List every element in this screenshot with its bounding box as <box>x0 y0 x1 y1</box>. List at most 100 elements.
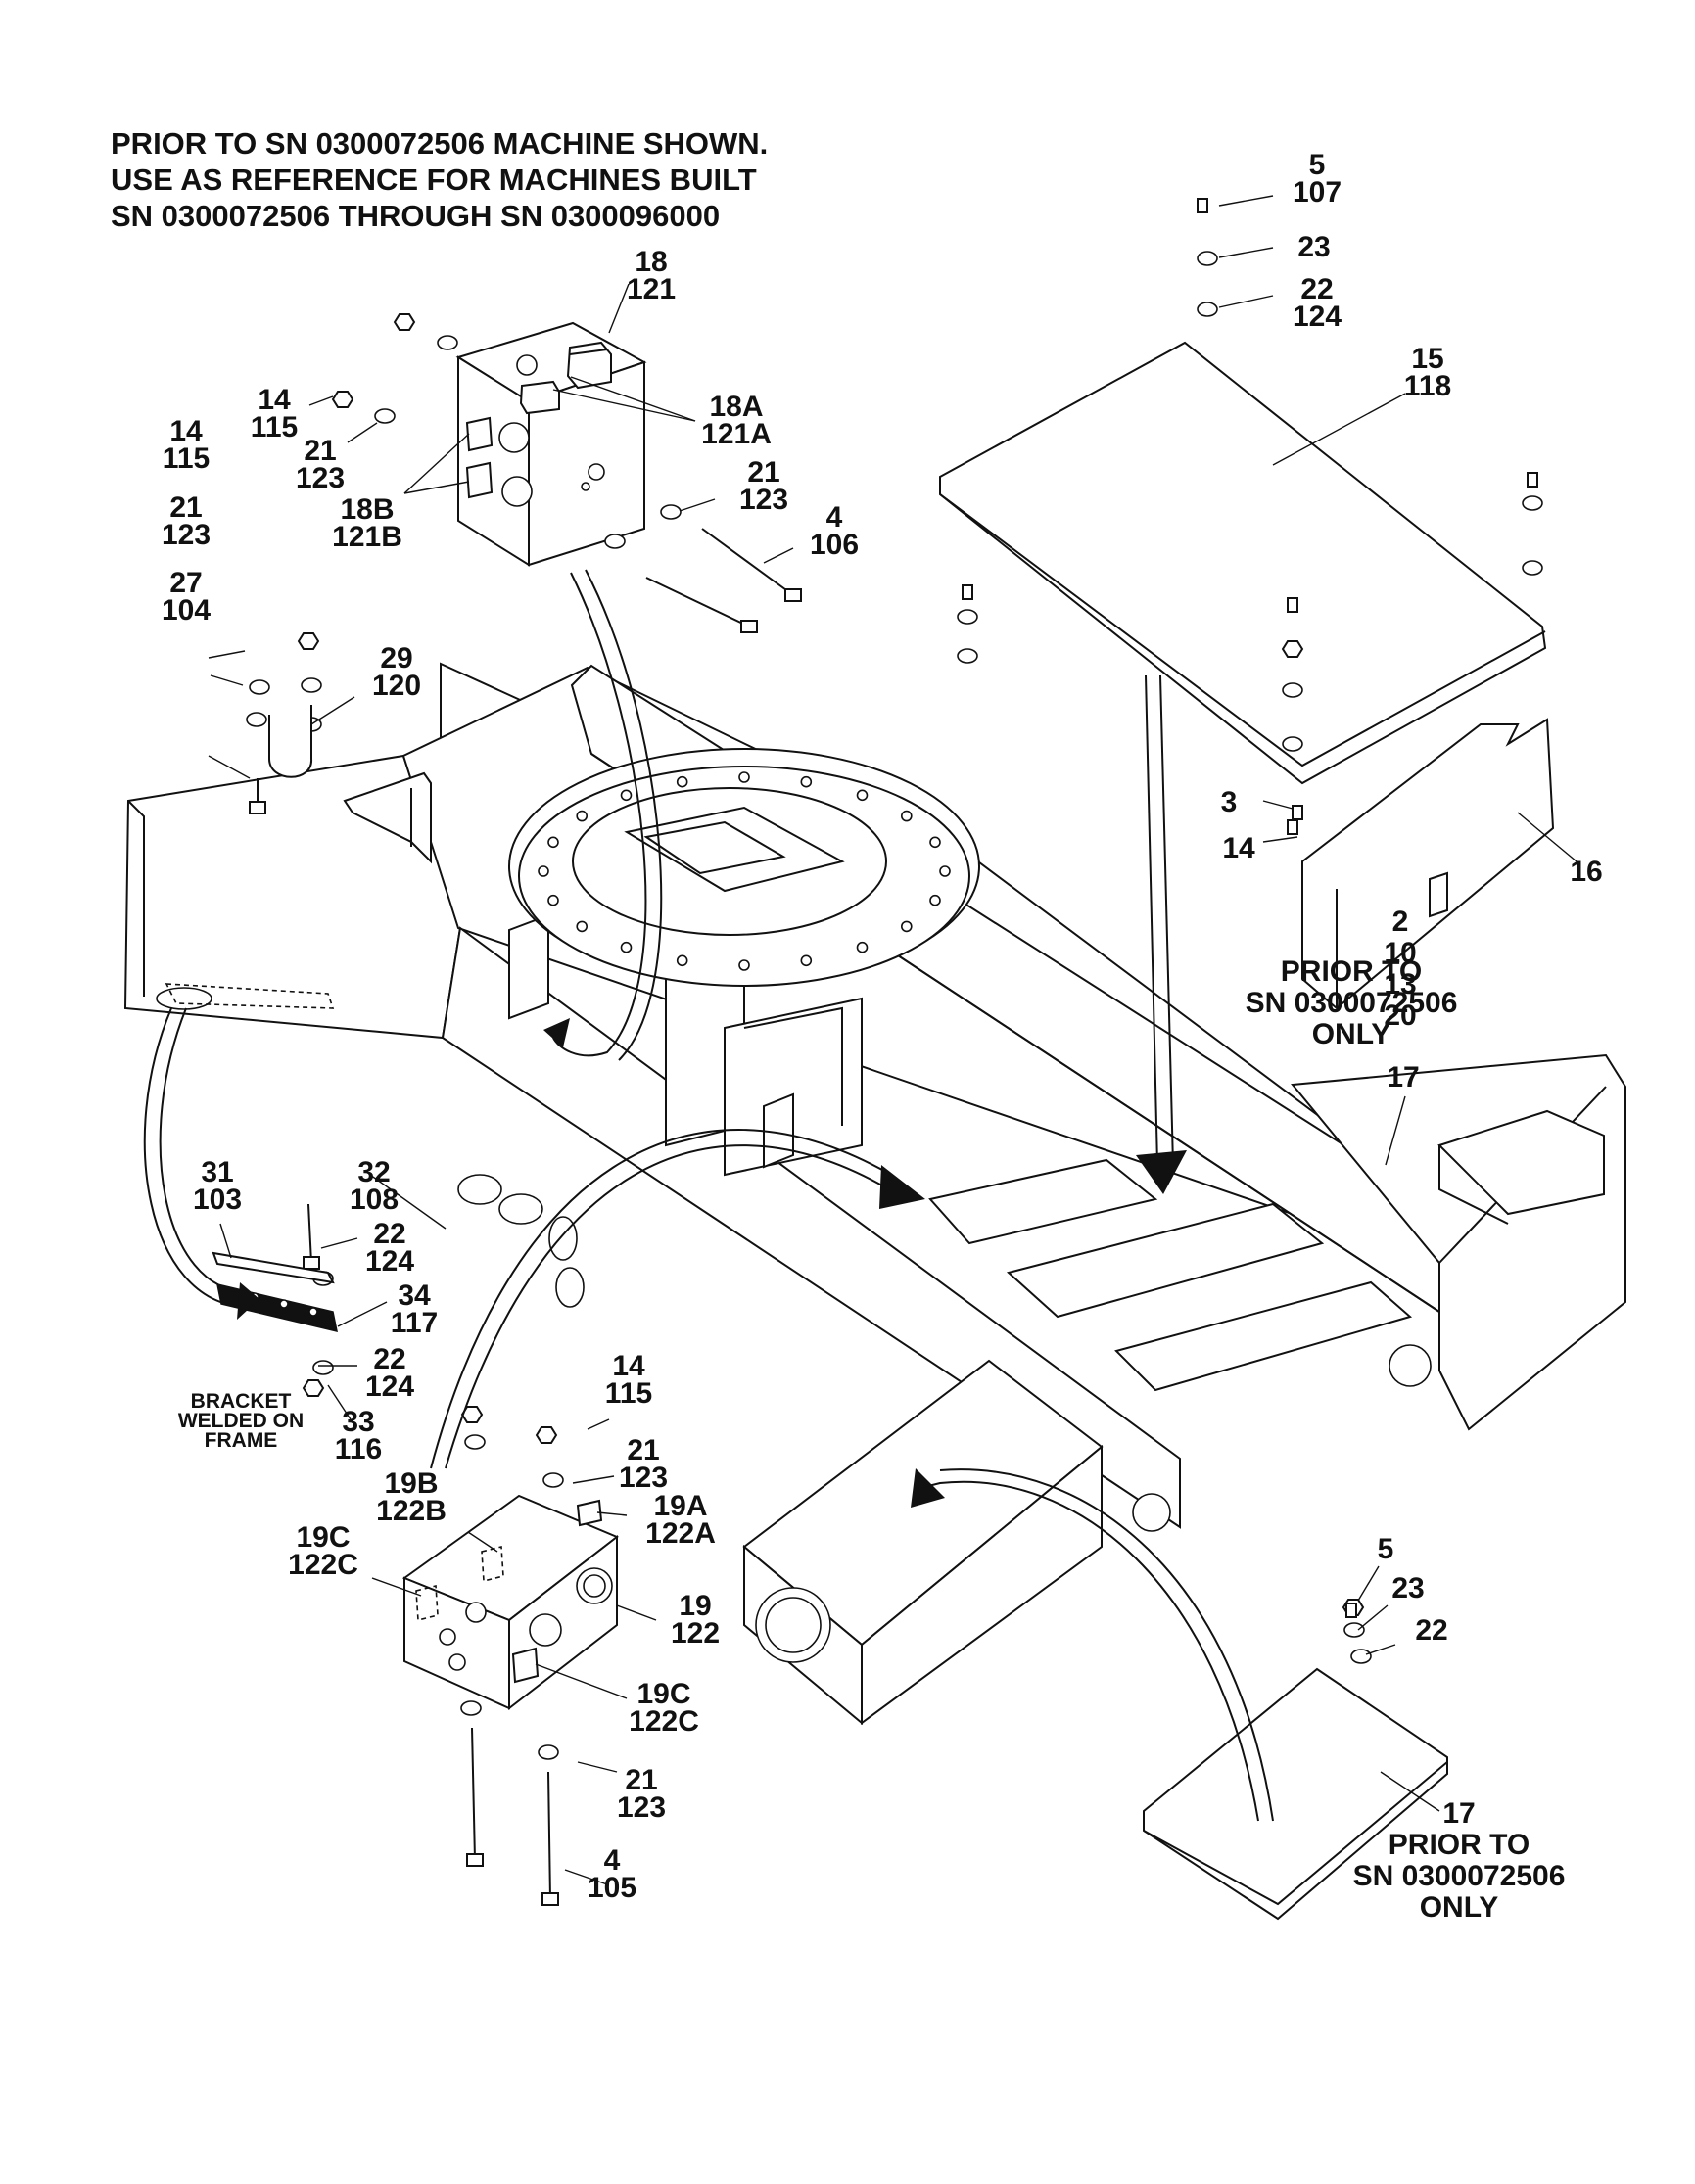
ring-bolt-hole <box>620 789 633 802</box>
callout-line: 21 <box>169 491 202 524</box>
callout-line: 124 <box>1293 301 1342 333</box>
callout-line: 4 <box>604 1844 621 1877</box>
callout-line: 29 <box>380 642 412 674</box>
callout-line: 115 <box>251 411 298 443</box>
washer-icon <box>957 648 978 664</box>
washer-icon <box>1282 682 1303 698</box>
callout-line: PRIOR TO <box>1389 1829 1530 1861</box>
screw-icon <box>962 584 973 600</box>
access-plate-17 <box>1143 1667 1448 1921</box>
washer-icon <box>301 677 322 693</box>
ring-bolt-hole <box>576 810 589 822</box>
callout-line: WELDED ON <box>178 1410 304 1432</box>
callout-label: 17 <box>1387 1061 1419 1093</box>
assembly-arrows <box>143 569 1274 1822</box>
callout-line: 106 <box>810 529 859 561</box>
assembly-arrow <box>552 572 647 1057</box>
washer-icon <box>538 1744 559 1760</box>
callout-line: FRAME <box>205 1429 278 1452</box>
ring-bolt-hole <box>800 775 813 788</box>
callout-line: 123 <box>296 462 345 494</box>
washer-icon <box>1350 1649 1372 1664</box>
bolt-icon <box>307 1203 312 1264</box>
callout-line: SN 0300072506 <box>1246 987 1458 1019</box>
frame-cross-member <box>1114 1280 1413 1392</box>
callout-line: BRACKET <box>191 1390 292 1413</box>
callout-line: 23 <box>1391 1572 1424 1604</box>
callout-line: 118 <box>1404 370 1451 402</box>
main-frame <box>123 662 1626 1532</box>
frame-boss-hole <box>555 1267 585 1308</box>
callout-line: 17 <box>1387 1061 1419 1093</box>
callout-line: 3 <box>1221 786 1238 818</box>
callout-line: 14 <box>1222 832 1255 864</box>
valve-18-block <box>455 321 647 567</box>
ring-bolt-hole <box>939 865 951 877</box>
screw-icon <box>1287 597 1298 613</box>
callout-line: 19C <box>636 1678 690 1710</box>
frame-boom-cap <box>1437 1109 1605 1216</box>
washer-icon <box>464 1434 486 1450</box>
callout-line: 123 <box>162 519 211 551</box>
ring-bolt-hole <box>576 920 589 933</box>
callout-line: SN 0300072506 <box>1353 1860 1566 1892</box>
frame-small-bracket <box>508 913 549 1020</box>
assembly-arrow <box>143 1007 246 1308</box>
bolt-head-icon <box>303 1256 320 1270</box>
callout-line: 14 <box>258 384 291 416</box>
callout-line: 124 <box>365 1245 414 1278</box>
u-bolt-icon <box>268 705 313 778</box>
callout-line: 22 <box>373 1343 405 1375</box>
valve-19c-hidden-port <box>415 1584 439 1622</box>
callout-line: 5 <box>1309 149 1326 181</box>
callout-line: 14 <box>169 415 203 447</box>
washer-icon <box>1197 302 1218 317</box>
callout-label: 23 <box>1391 1572 1424 1604</box>
callout-line: 107 <box>1293 176 1342 209</box>
callout-line: 33 <box>342 1406 374 1438</box>
ring-bolt-hole <box>929 894 941 906</box>
valve-19-block <box>401 1494 619 1711</box>
side-panel-16 <box>1301 718 1555 1010</box>
assembly-arrow <box>919 1480 1259 1822</box>
frame-cross-member <box>1006 1202 1325 1319</box>
callout-line: 21 <box>304 435 336 467</box>
strap-31 <box>212 1251 335 1284</box>
callout-line: 123 <box>619 1462 668 1494</box>
washer-icon <box>374 408 396 424</box>
diagram-note-line: SN 0300072506 THROUGH SN 0300096000 <box>111 199 721 233</box>
callout-line: 122 <box>671 1617 720 1650</box>
callout-line: 2 <box>1392 906 1409 938</box>
screw-icon <box>1287 819 1298 835</box>
callout-line: 5 <box>1378 1533 1394 1565</box>
frame-lower-tube <box>742 1359 1104 1726</box>
ring-bolt-hole <box>676 954 688 967</box>
bolt-head-icon <box>249 801 266 814</box>
ring-bolt-hole <box>547 836 559 849</box>
swing-ring-bolt-holes <box>538 771 951 971</box>
ring-bolt-hole <box>856 789 869 802</box>
callout-line: 124 <box>365 1371 414 1403</box>
callout-line: 18 <box>635 246 667 278</box>
ring-bolt-hole <box>676 775 688 788</box>
washer-icon <box>437 335 458 350</box>
